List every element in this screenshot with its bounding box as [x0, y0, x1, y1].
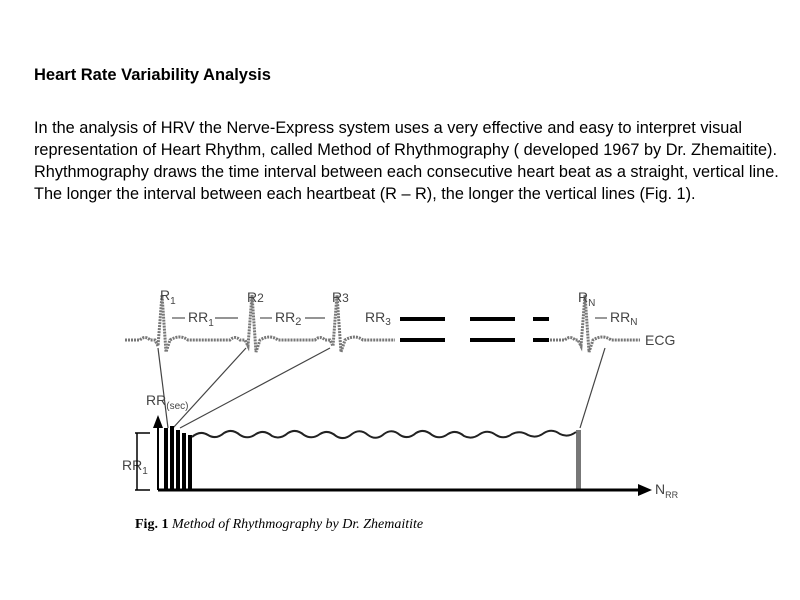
ecg-trace-n: [550, 294, 640, 353]
label-rr1: RR1: [188, 309, 214, 329]
intro-paragraph: In the analysis of HRV the Nerve-Express…: [34, 119, 779, 203]
rhythmogram-bar-n: [576, 430, 581, 490]
y-axis-arrow: [153, 415, 163, 428]
label-r2: R2: [247, 289, 264, 305]
label-rr-sec: RR(sec): [146, 392, 188, 412]
label-ecg: ECG: [645, 332, 675, 348]
connector-lines: [157, 347, 606, 429]
figure-caption-label: Fig. 1: [135, 517, 169, 532]
label-rr2: RR2: [275, 309, 301, 328]
page-title: Heart Rate Variability Analysis: [34, 66, 271, 84]
label-rrn: RRN: [610, 309, 637, 328]
rhythmogram-envelope: [191, 429, 577, 440]
figure-caption-text: Method of Rhythmography by Dr. Zhemaitit…: [171, 517, 424, 532]
gap-dashes: [400, 317, 549, 342]
x-axis-arrow: [638, 484, 652, 496]
label-rr3: RR3: [365, 309, 391, 328]
rhythmogram-bars: [164, 426, 192, 490]
rhythmography-diagram: R1 R2 R3 RN RR1 RR2 RR3 RRN ECG RR(sec) …: [122, 287, 679, 500]
ecg-trace: [125, 294, 395, 353]
label-nrr: NRR: [655, 481, 679, 500]
rhythmography-figure: R1 R2 R3 RN RR1 RR2 RR3 RRN ECG RR(sec) …: [110, 280, 710, 505]
label-rr-axis: RR1: [122, 457, 148, 477]
label-rn: RN: [578, 289, 595, 309]
figure-caption: Fig. 1 Method of Rhythmography by Dr. Zh…: [135, 517, 423, 533]
label-r1: R1: [160, 287, 176, 307]
rr1-dimension: [135, 432, 150, 491]
label-r3: R3: [332, 289, 349, 305]
